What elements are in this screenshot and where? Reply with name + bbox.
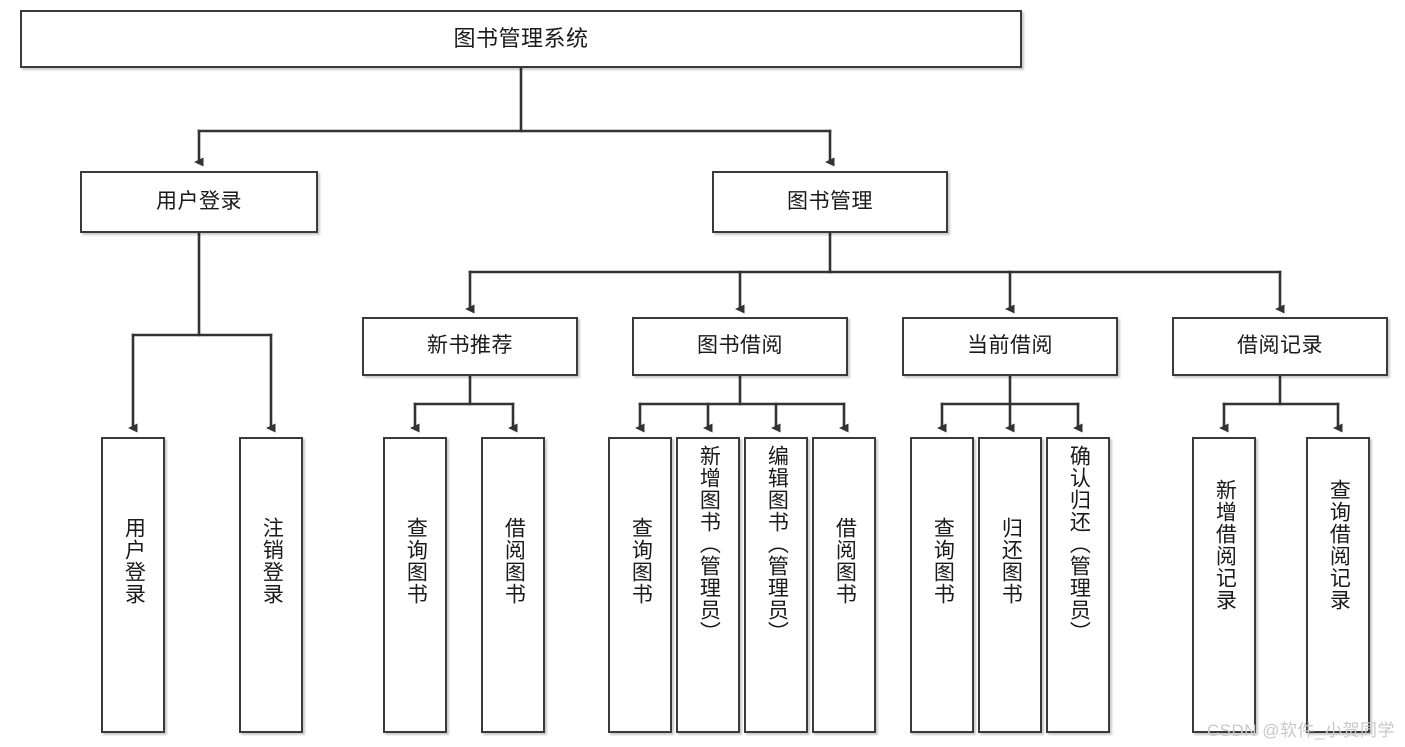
leaf-borrow-book[interactable]: 借阅图书 — [812, 437, 876, 733]
leaf-add-borrow-record[interactable]: 新增借阅记录 — [1192, 437, 1256, 733]
node-label: 用户登录 — [122, 517, 146, 605]
leaf-return-book[interactable]: 归还图书 — [978, 437, 1042, 733]
node-label: 新增借阅记录 — [1213, 479, 1237, 611]
node-label: 查询图书 — [629, 517, 653, 605]
node-label: 查询借阅记录 — [1327, 479, 1351, 611]
node-label: 借阅记录 — [1237, 334, 1323, 358]
node-label: 注销登录 — [260, 517, 284, 605]
node-book-borrow[interactable]: 图书借阅 — [632, 317, 848, 376]
node-borrow-record[interactable]: 借阅记录 — [1172, 317, 1388, 376]
node-label: 当前借阅 — [967, 334, 1053, 358]
node-label: 借阅图书 — [502, 517, 526, 605]
node-label: 新增图书（管理员） — [697, 445, 721, 643]
node-label: 查询图书 — [404, 517, 428, 605]
node-label: 图书管理系统 — [453, 26, 589, 52]
node-label: 新书推荐 — [427, 334, 513, 358]
leaf-query-book-borrow[interactable]: 查询图书 — [608, 437, 672, 733]
leaf-logout[interactable]: 注销登录 — [239, 437, 303, 733]
leaf-query-borrow-record[interactable]: 查询借阅记录 — [1306, 437, 1370, 733]
node-label: 借阅图书 — [833, 517, 857, 605]
node-label: 编辑图书（管理员） — [765, 445, 789, 643]
leaf-query-book-recommend[interactable]: 查询图书 — [383, 437, 447, 733]
leaf-borrow-book-recommend[interactable]: 借阅图书 — [481, 437, 545, 733]
csdn-watermark: CSDN @软件_小贺同学 — [1206, 721, 1395, 740]
node-label: 用户登录 — [156, 189, 242, 213]
node-current-borrow[interactable]: 当前借阅 — [902, 317, 1118, 376]
leaf-add-book-admin[interactable]: 新增图书（管理员） — [676, 437, 740, 733]
node-label: 图书管理 — [787, 189, 873, 213]
leaf-edit-book-admin[interactable]: 编辑图书（管理员） — [744, 437, 808, 733]
node-label: 查询图书 — [931, 517, 955, 605]
leaf-user-login[interactable]: 用户登录 — [101, 437, 165, 733]
node-root-book-management-system[interactable]: 图书管理系统 — [20, 10, 1022, 68]
node-label: 图书借阅 — [697, 334, 783, 358]
leaf-query-book-current[interactable]: 查询图书 — [910, 437, 974, 733]
node-book-management[interactable]: 图书管理 — [712, 171, 948, 233]
node-label: 确认归还（管理员） — [1067, 445, 1091, 643]
node-user-login[interactable]: 用户登录 — [80, 171, 318, 233]
node-label: 归还图书 — [999, 517, 1023, 605]
leaf-confirm-return-admin[interactable]: 确认归还（管理员） — [1046, 437, 1110, 733]
node-new-book-recommend[interactable]: 新书推荐 — [362, 317, 578, 376]
